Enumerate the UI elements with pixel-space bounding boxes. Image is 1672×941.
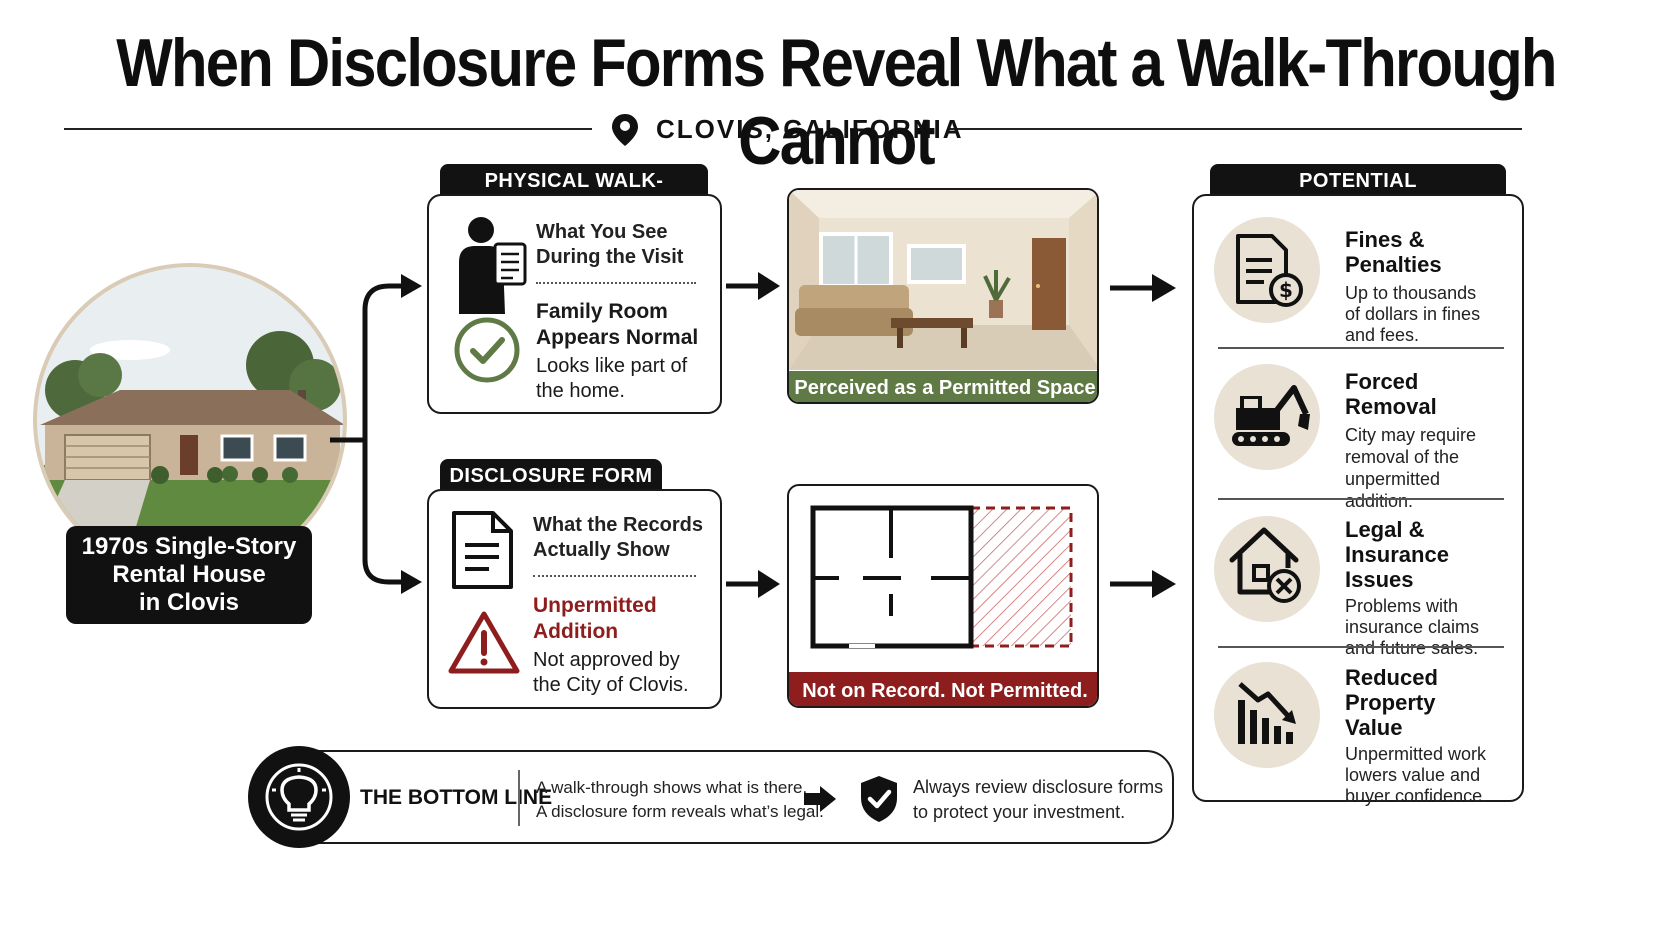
arrow-right-icon [726,272,780,300]
walkthrough-heading-line: Appears Normal [536,326,699,349]
walkthrough-tab: PHYSICAL WALK-THROUGH [440,164,708,226]
not-permitted-banner: Not on Record. Not Permitted. [789,672,1097,706]
disclosure-records-line: Actually Show [533,539,670,561]
consequence-title: Legal & Insurance [1345,517,1449,567]
disclosure-desc-line: Not approved by [533,649,680,671]
consequence-desc-line: Problems with [1345,596,1459,616]
consequence-desc-line: and future sales. [1345,638,1479,658]
floor-plan-card: Not on Record. Not Permitted. [787,484,1099,708]
disclosure-tab: DISCLOSURE FORM [440,459,662,493]
disclosure-card: What the Records Actually Show Unpermitt… [427,489,722,709]
disclosure-heading-line: Unpermitted [533,594,657,617]
arrow-right-icon [1110,274,1176,302]
person-clipboard-icon [459,217,527,314]
consequence-title: Fines & Penalties [1345,227,1442,277]
location-label: CLOVIS, CALIFORNIA [656,114,964,144]
consequence-title: Reduced Property [1345,665,1438,715]
walkthrough-desc-line: Looks like part of [536,355,688,377]
bottom-line-divider [518,770,520,826]
permitted-space-banner: Perceived as a Permitted Space [789,371,1097,402]
consequence-desc-line: unpermitted [1345,469,1441,489]
bottom-line-bar [282,750,1174,844]
divider-right [948,128,1522,130]
excavator-icon [1232,385,1310,446]
bottom-line-text: A disclosure form reveals what’s legal. [536,802,824,821]
house-x-icon [1229,527,1301,603]
disclosure-heading-line: Addition [533,620,619,643]
warning-triangle-icon [448,611,520,674]
consequence-title: Value [1345,715,1403,740]
floor-plan-diagram [810,505,1073,649]
dotted-divider [533,575,696,577]
arrow-right-icon [804,786,836,812]
branch-connector [330,274,422,594]
declining-chart-icon [1238,682,1296,744]
consequence-title: Forced Removal [1345,369,1437,419]
disclosure-desc-line: the City of Clovis. [533,674,689,696]
bottom-line-badge [248,746,350,848]
consequence-desc-line: addition. [1345,491,1414,511]
location-pin-icon [612,114,638,146]
house-label-line: Rental House [112,561,266,588]
bottom-line-advice: Always review disclosure forms [913,777,1164,797]
consequence-title: Issues [1345,567,1414,592]
room-photo-card: Perceived as a Permitted Space [787,188,1099,404]
consequence-desc-line: buyer confidence. [1345,786,1488,806]
consequence-desc-line: lowers value and [1345,765,1481,785]
arrow-right-icon [726,570,780,598]
check-circle-icon [454,317,520,383]
house-label: 1970s Single-Story Rental House in Clovi… [66,526,312,624]
shield-check-icon [861,776,897,822]
walkthrough-desc-line: the home. [536,380,625,402]
bottom-line-advice: to protect your investment. [913,802,1126,822]
consequence-desc-line: insurance claims [1345,617,1480,637]
consequence-desc-line: removal of the [1345,447,1460,467]
document-dollar-icon: $ [1236,234,1303,307]
consequence-desc-line: of dollars in fines [1345,304,1481,324]
house-label-line: 1970s Single-Story [81,533,297,560]
walkthrough-see-line: During the Visit [536,246,684,268]
consequences-tab: POTENTIAL CONSEQUENCES [1210,164,1506,226]
lightbulb-icon [265,763,333,831]
arrow-right-icon [1110,570,1176,598]
family-room-photo [789,190,1097,370]
house-illustration [33,263,347,577]
walkthrough-card: What You See During the Visit Family Roo… [427,194,722,414]
consequence-separator [1218,347,1504,349]
bottom-line-text: A walk-through shows what is there. [536,778,808,797]
bottom-line-label: THE BOTTOM LINE [360,786,553,809]
consequence-separator [1218,498,1504,500]
consequence-desc-line: City may require [1345,425,1477,445]
consequence-desc-line: and fees. [1345,325,1420,345]
consequence-separator [1218,646,1504,648]
consequence-desc-line: Up to thousands [1345,283,1477,303]
consequence-icon-bg [1214,662,1320,768]
house-label-line: in Clovis [138,589,240,616]
disclosure-records-line: What the Records [533,514,704,536]
divider-left [64,128,592,130]
walkthrough-heading-line: Family Room [536,300,668,323]
page-title: When Disclosure Forms Reveal What a Walk… [116,25,1557,179]
document-icon [452,511,513,589]
dotted-divider [536,282,696,284]
walkthrough-see-line: What You See [536,221,668,243]
svg-text:$: $ [1279,278,1293,302]
consequence-desc-line: Unpermitted work [1345,744,1487,764]
